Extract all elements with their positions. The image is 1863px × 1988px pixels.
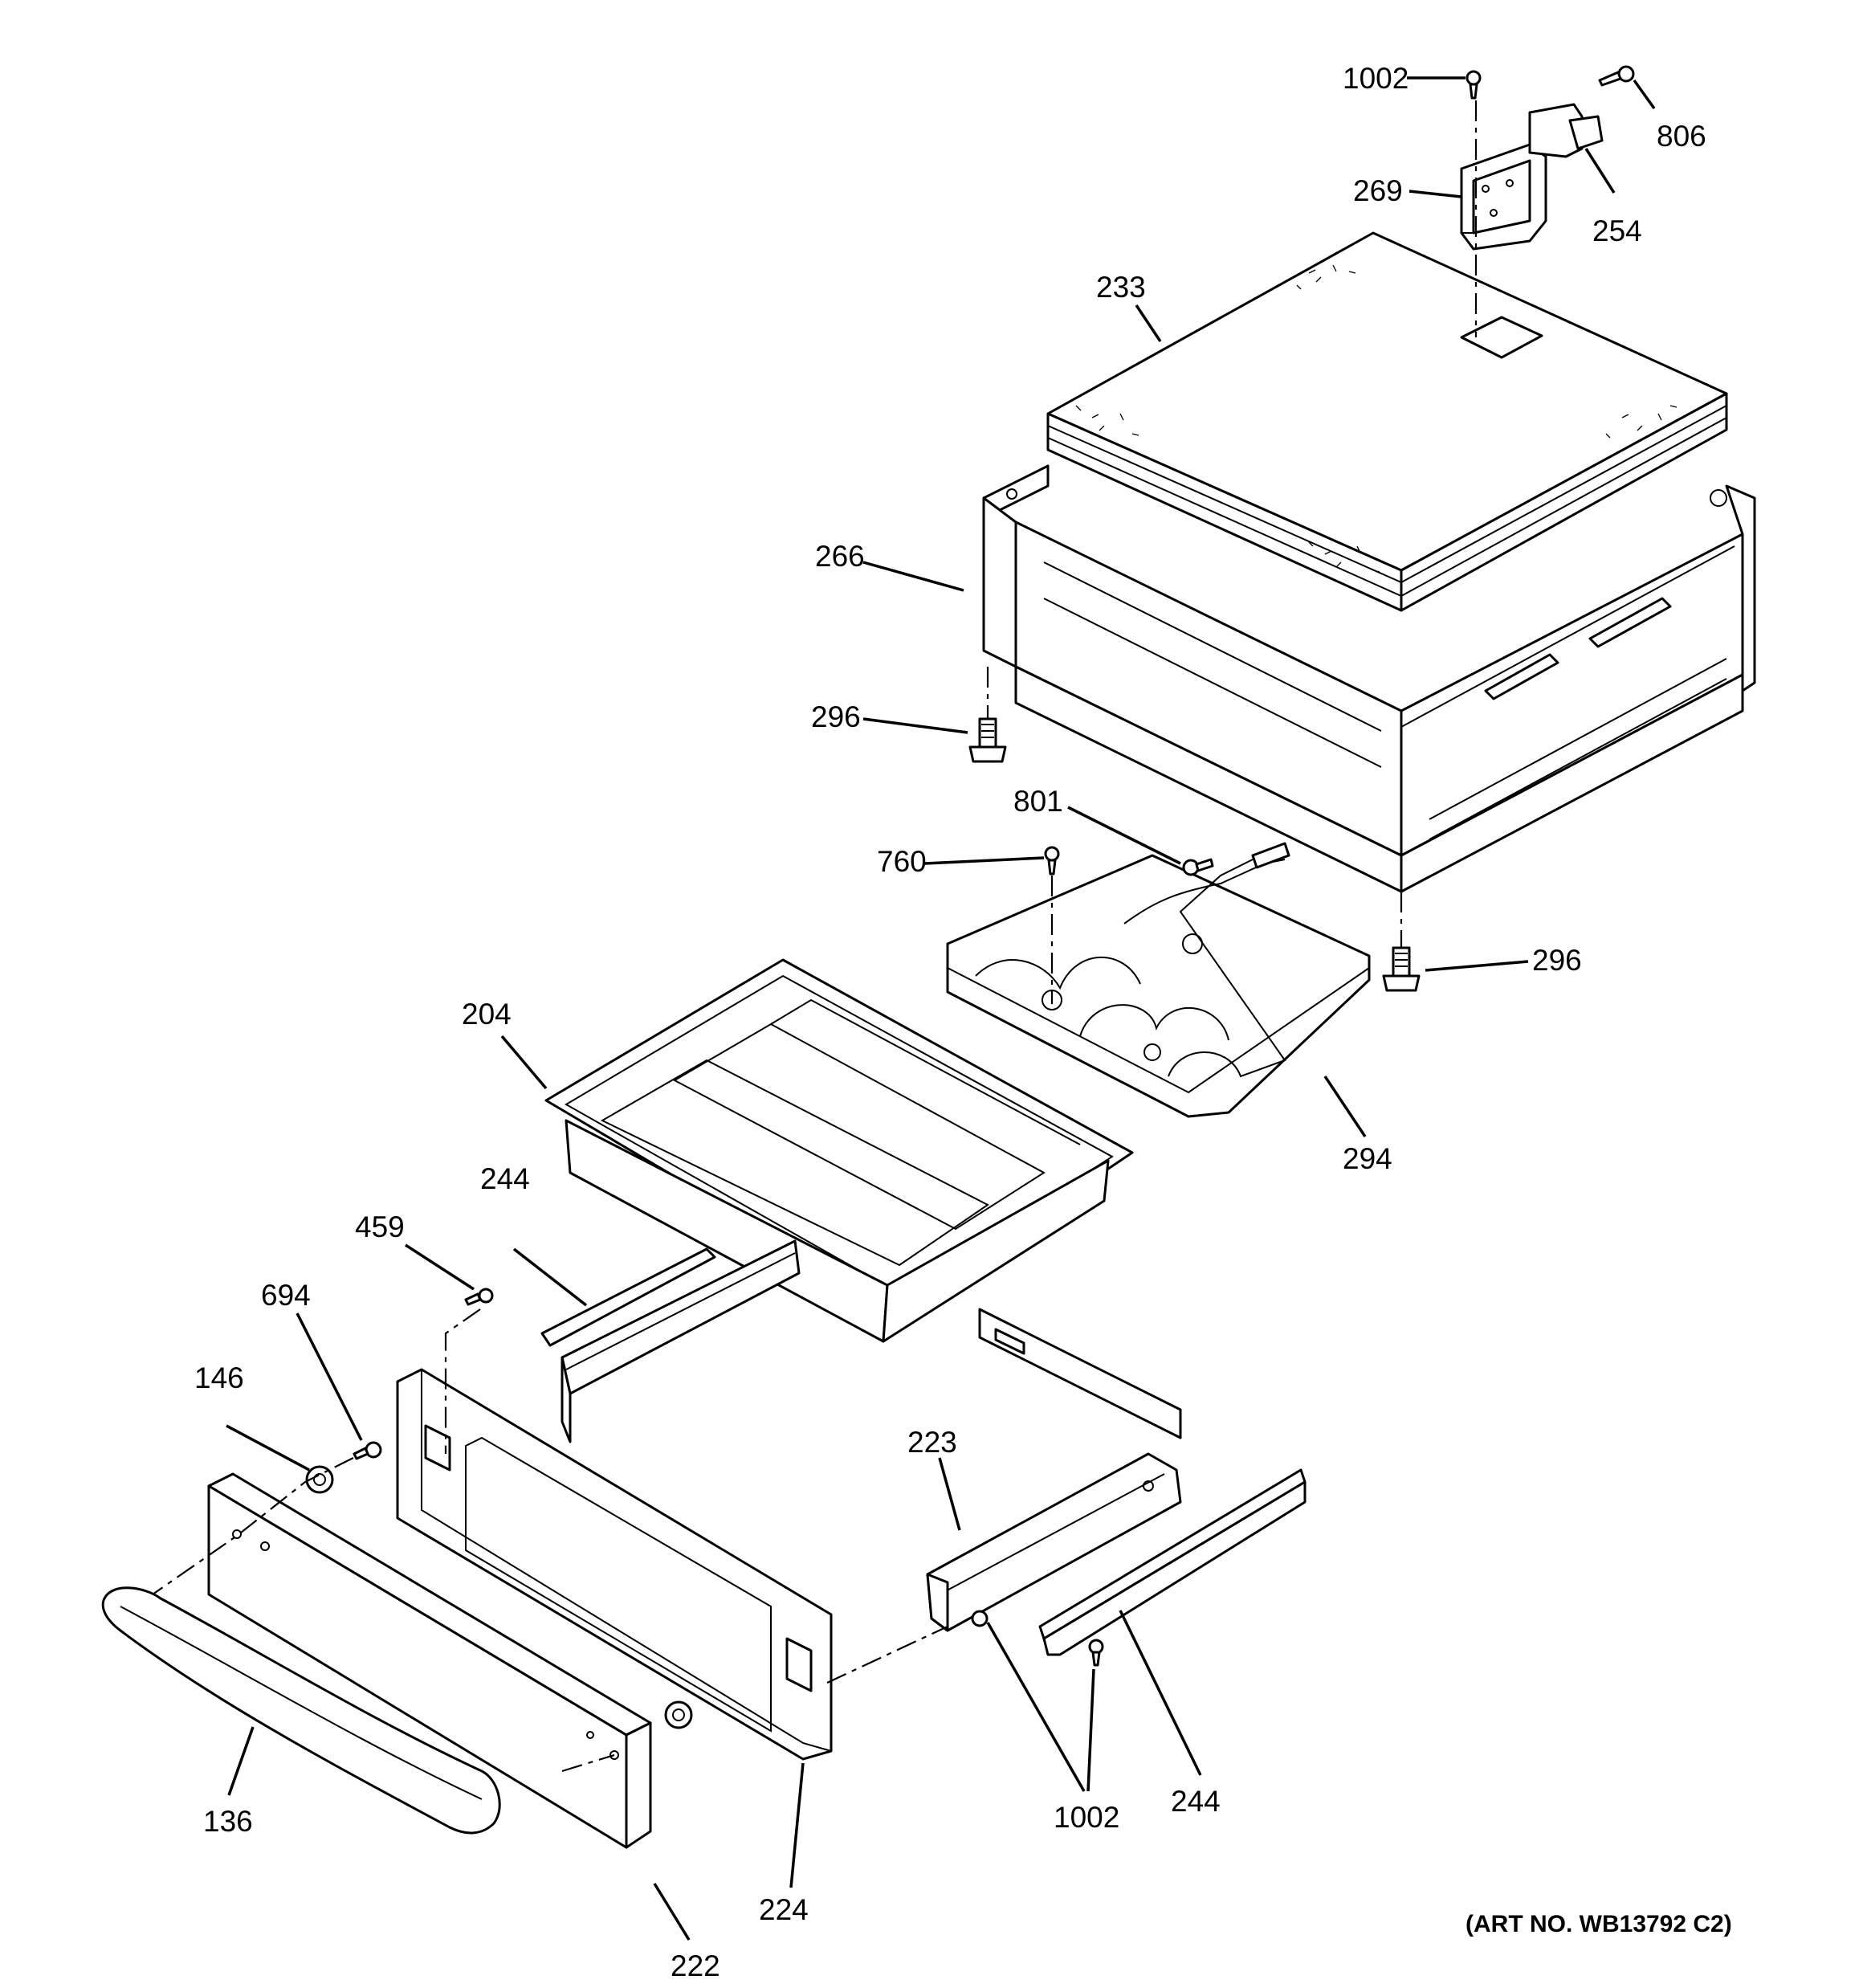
- drawer-slide-244-top: [540, 1239, 801, 1443]
- spacer-146-bottom: [664, 1700, 693, 1729]
- screw-801: [1182, 858, 1214, 876]
- screw-1002-top: [1466, 70, 1482, 100]
- drawer-slide-244-bottom: [1038, 1468, 1307, 1656]
- screw-760: [1044, 846, 1060, 876]
- label-269: 269: [1353, 174, 1403, 207]
- label-806: 806: [1657, 120, 1706, 153]
- top-panel-233: [1046, 231, 1728, 612]
- drawer-pan-204: [544, 958, 1134, 1343]
- label-760: 760: [877, 845, 927, 878]
- label-254: 254: [1592, 214, 1642, 247]
- label-244-bottom: 244: [1171, 1785, 1221, 1818]
- screw-459: [464, 1288, 494, 1306]
- art-number: (ART NO. WB13792 C2): [1466, 1911, 1732, 1937]
- screw-1002-bottom-a: [971, 1610, 989, 1627]
- leveler-foot-296-right: [1382, 946, 1421, 992]
- assembly-centerlines: [152, 100, 1478, 1773]
- label-233: 233: [1096, 271, 1146, 304]
- label-223: 223: [907, 1426, 957, 1459]
- label-204: 204: [462, 998, 512, 1031]
- leader-lines: [226, 76, 1656, 1941]
- screw-694: [353, 1441, 382, 1460]
- outer-drawer-front-222: [207, 1472, 652, 1849]
- spacer-146-top: [305, 1465, 334, 1494]
- label-136: 136: [203, 1805, 253, 1838]
- label-296-right: 296: [1532, 944, 1582, 977]
- label-244-top: 244: [480, 1162, 530, 1195]
- handle-136: [101, 1586, 501, 1835]
- drawer-frame-223: [926, 1308, 1182, 1632]
- element-plate-294: [946, 842, 1371, 1118]
- label-222: 222: [671, 1949, 720, 1982]
- part-labels: 1002 806 254 269 233 266 296 296 801 760…: [194, 62, 1732, 1982]
- leveler-foot-296-left: [968, 717, 1007, 763]
- screw-806: [1598, 65, 1635, 87]
- label-224: 224: [759, 1893, 809, 1926]
- label-146: 146: [194, 1361, 244, 1394]
- label-459: 459: [355, 1210, 405, 1243]
- label-294: 294: [1343, 1142, 1392, 1175]
- label-266: 266: [815, 540, 865, 573]
- label-1002-top: 1002: [1343, 62, 1408, 95]
- label-694: 694: [261, 1279, 311, 1312]
- screw-1002-bottom-b: [1088, 1639, 1104, 1667]
- inner-drawer-front-224: [396, 1368, 833, 1761]
- label-801: 801: [1013, 785, 1063, 818]
- label-296-left: 296: [811, 700, 861, 733]
- label-1002-bottom: 1002: [1054, 1801, 1119, 1834]
- bracket-assembly: [1460, 103, 1604, 251]
